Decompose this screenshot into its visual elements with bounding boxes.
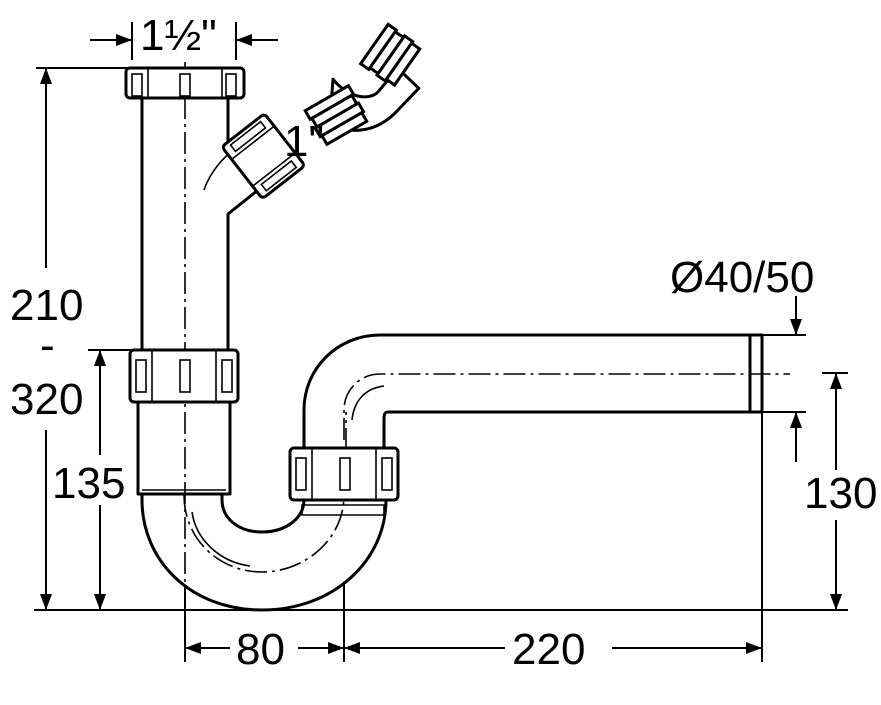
branch-size-label: 1" — [284, 117, 324, 166]
hose-connector — [303, 22, 422, 147]
top-nut — [124, 66, 246, 100]
height-min-label: 210 — [10, 281, 83, 330]
outlet-nut — [288, 446, 400, 516]
inlet-nut — [128, 348, 240, 404]
height-separator-label: - — [40, 321, 55, 370]
top-width-label: 1½" — [140, 11, 217, 60]
branch-nut — [221, 113, 305, 199]
trap-bend — [140, 488, 388, 612]
outlet-diameter-label: Ø40/50 — [670, 253, 814, 302]
trap-offset-label: 80 — [236, 625, 285, 674]
outlet-height-label: 130 — [804, 469, 877, 518]
inlet-height-label: 135 — [52, 459, 125, 508]
height-max-label: 320 — [10, 375, 83, 424]
outlet-pipe — [302, 333, 790, 452]
outlet-length-label: 220 — [512, 625, 585, 674]
